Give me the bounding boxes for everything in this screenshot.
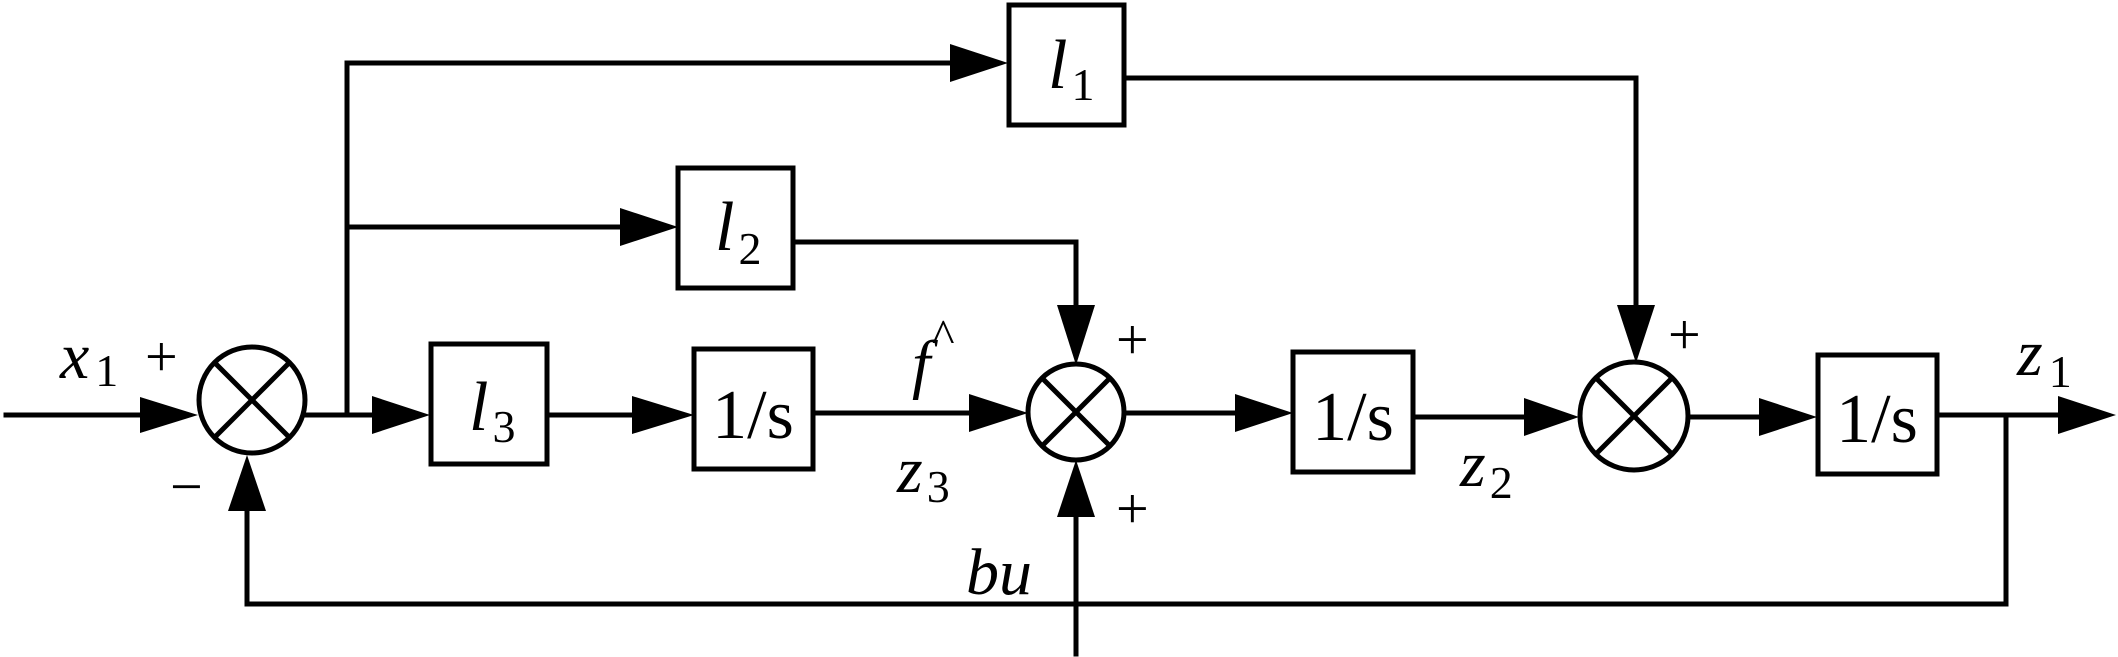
integrator-3-label: 1/s (1836, 381, 1918, 458)
sign-sum1-input: + (145, 324, 178, 389)
arrow-output-icon (2058, 396, 2116, 434)
integrator-1-label: 1/s (712, 377, 794, 454)
arrow-to-int3-icon (1759, 398, 1817, 436)
arrow-to-l2-icon (620, 208, 678, 246)
signal-label-z2: z2 (1459, 428, 1513, 508)
block-integrator-1: 1/s (691, 346, 816, 472)
arrow-to-int1-icon (632, 396, 694, 434)
arrow-input-icon (140, 397, 198, 433)
fhat-hat: ^ (932, 310, 955, 363)
block-l2-box (675, 165, 796, 291)
signal-label-bu: bu (966, 536, 1032, 609)
block-l2: l2 (675, 165, 796, 291)
sign-sum2-bottom: + (1116, 476, 1149, 541)
arrow-to-l1-icon (950, 44, 1008, 82)
arrow-feedback-icon (228, 455, 266, 511)
sign-sum2-top: + (1116, 307, 1149, 372)
integrator-1-box (691, 346, 816, 472)
sum2-cross-icon-b (1040, 376, 1112, 448)
integrator-2-box (1290, 349, 1416, 475)
summing-junction-1 (196, 344, 308, 456)
block-integrator-2: 1/s (1290, 349, 1416, 475)
arrow-to-sum3-left-icon (1524, 398, 1579, 436)
block-l1-label: l1 (1048, 27, 1094, 110)
wire-l2-to-sum2 (790, 239, 1079, 313)
sign-sum1-feedback: − (170, 454, 203, 519)
block-integrator-3: 1/s (1815, 352, 1940, 477)
integrator-2-label: 1/s (1312, 379, 1394, 456)
arrowheads (140, 44, 2116, 517)
wires (3, 60, 2065, 657)
wire-branch-to-l1 (344, 60, 958, 418)
arrow-to-sum3-top-icon (1617, 305, 1655, 363)
arrow-to-sum2-bottom-icon (1057, 460, 1095, 517)
summing-junction-3 (1577, 359, 1691, 473)
summing-junction-2 (1025, 361, 1127, 463)
arrow-to-l3-icon (372, 396, 430, 434)
arrow-to-sum2-left-icon (969, 394, 1028, 432)
wire-l1-to-sum3 (1121, 75, 1639, 311)
block-l1: l1 (1006, 2, 1127, 128)
arrow-to-sum2-top-icon (1057, 305, 1095, 365)
signal-label-z3: z3 (896, 434, 950, 512)
block-l3: l3 (428, 341, 550, 467)
block-l2-label: l2 (715, 189, 761, 274)
arrow-to-int2-icon (1235, 394, 1293, 432)
sum3-cross-icon-b (1594, 376, 1674, 456)
sign-sum3-top: + (1668, 302, 1701, 367)
block-l3-box (428, 341, 550, 467)
signal-label-fhat: f ^ (912, 310, 955, 401)
block-l1-box (1006, 2, 1127, 128)
integrator-3-box (1815, 352, 1940, 477)
wire-feedback (244, 412, 2009, 607)
sum1-cross-icon-b (213, 361, 291, 439)
block-l3-label: l3 (469, 369, 515, 452)
